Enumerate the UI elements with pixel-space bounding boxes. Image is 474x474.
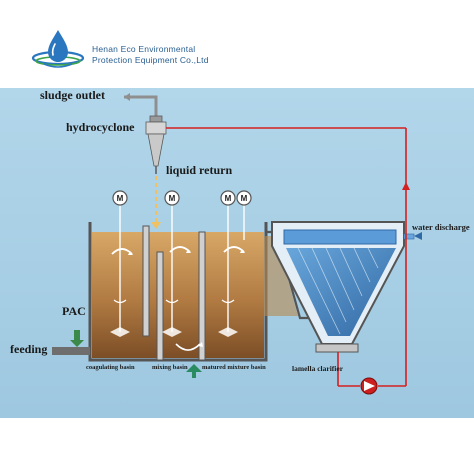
company-name: Henan Eco Environmental Protection Equip… (92, 44, 209, 66)
sludge-pipe (124, 95, 158, 116)
liquid-return-label: liquid return (166, 163, 233, 177)
pump-icon (360, 377, 378, 395)
sludge-return-loop (337, 128, 410, 387)
motor-label: M (225, 194, 232, 203)
matured-mixture-basin-label: matured mixture basin (202, 364, 266, 371)
company-name-line1: Henan Eco Environmental (92, 44, 196, 54)
agitators (110, 202, 245, 337)
lamella-clarifier (271, 221, 415, 353)
motor-label: M (117, 194, 124, 203)
sludge-outlet-label: sludge outlet (40, 88, 106, 102)
tank (88, 222, 268, 362)
feeding-label: feeding (10, 342, 48, 356)
pac-label: PAC (62, 304, 86, 318)
motor-label: M (241, 194, 248, 203)
motor-icon: M M M M (112, 190, 252, 206)
company-name-line2: Protection Equipment Co.,Ltd (92, 55, 209, 65)
feeding-pipe (52, 347, 90, 355)
pac-arrow (70, 330, 84, 347)
hydrocyclone-label: hydrocyclone (66, 120, 135, 134)
logo-drop-icon (31, 30, 85, 68)
lamella-clarifier-label: lamella clarifier (292, 364, 344, 373)
mixture-arrow (186, 364, 202, 372)
mixing-basin-label: mixing basin (152, 364, 188, 371)
hydrocyclone-icon (145, 115, 406, 174)
water-discharge-label: water discharge (412, 222, 470, 232)
motor-label: M (169, 194, 176, 203)
coagulating-basin-label: coagulating basin (86, 364, 135, 371)
